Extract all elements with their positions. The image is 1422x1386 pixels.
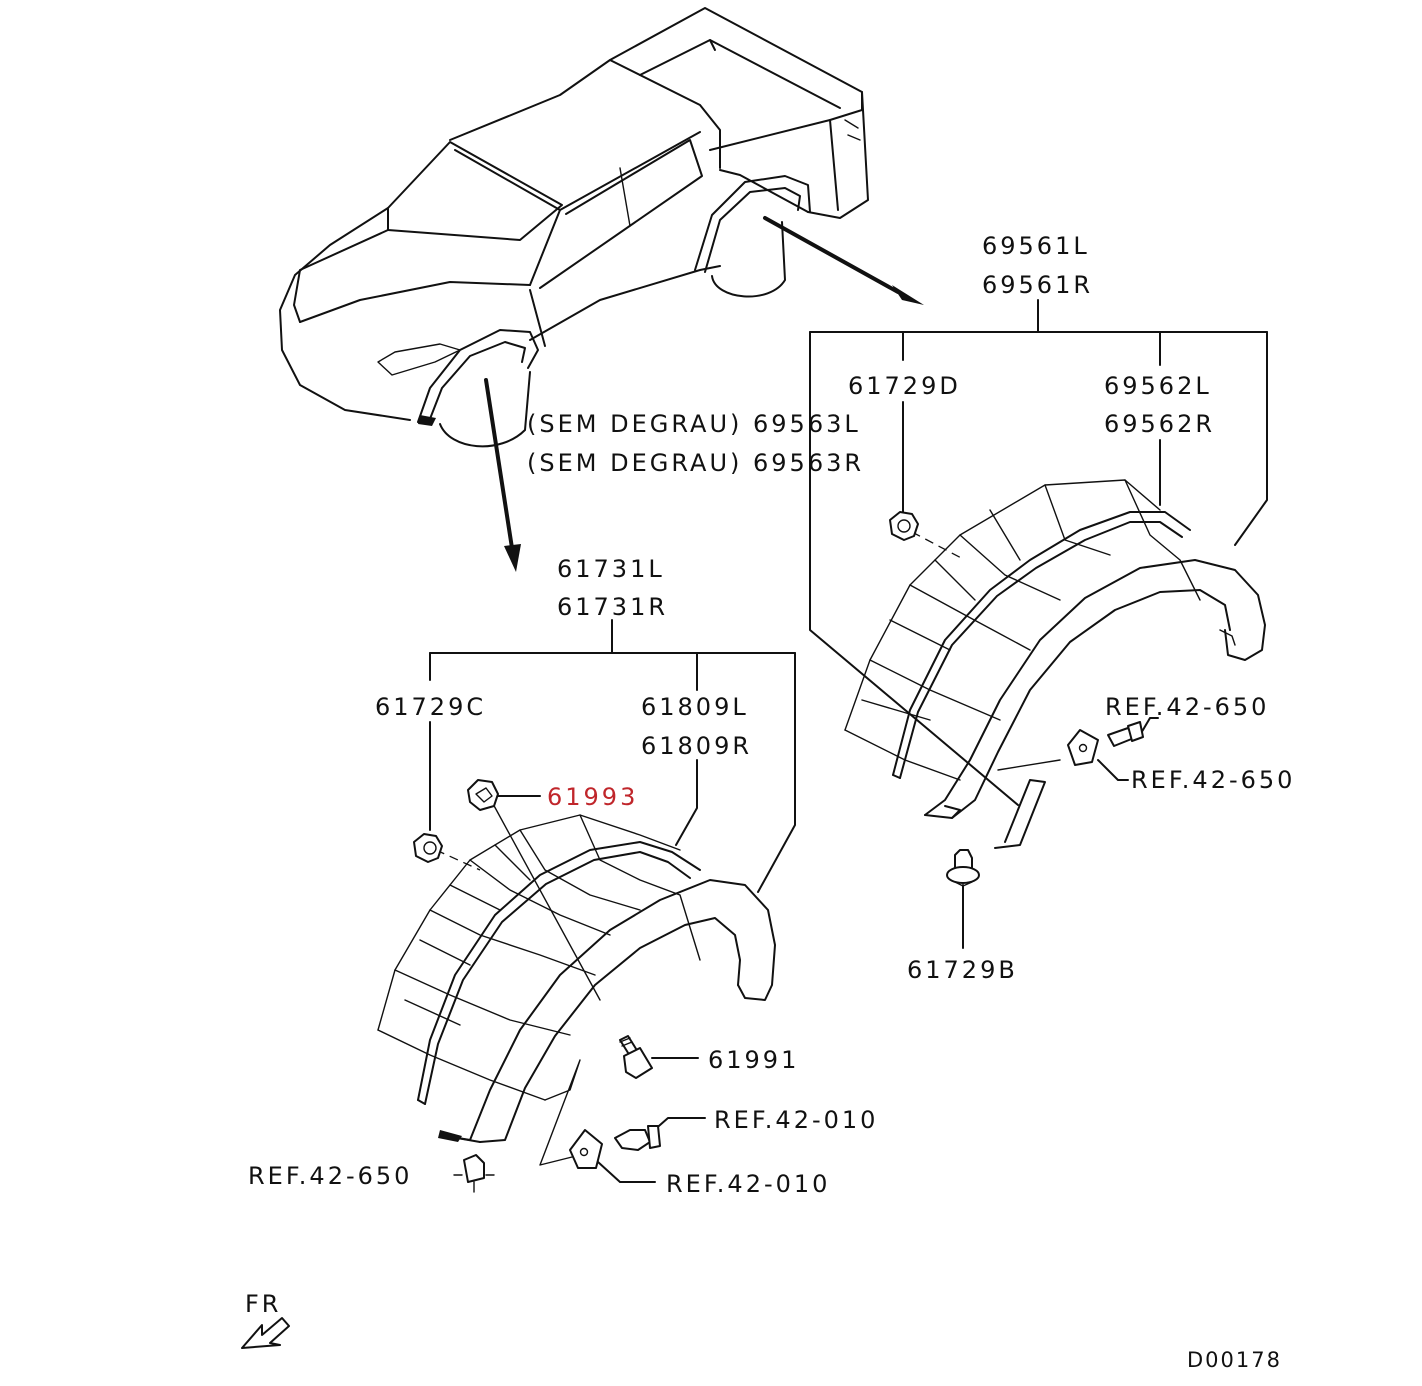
label-61729c: 61729C — [375, 693, 487, 721]
push-clip-icon — [453, 1154, 495, 1193]
front-wheel-liner — [377, 814, 701, 1166]
rear-fender-arch — [924, 559, 1266, 849]
label-69563l: (SEM DEGRAU) 69563L — [527, 410, 861, 438]
front-fender-arch — [438, 879, 776, 1143]
label-69563r: (SEM DEGRAU) 69563R — [527, 449, 865, 477]
rear-leader-lines — [809, 299, 1268, 949]
label-ref-42-650-a: REF.42-650 — [1105, 693, 1270, 721]
pickup-truck-outline — [279, 7, 869, 448]
label-61729d: 61729D — [848, 372, 961, 400]
label-ref-42-010-b: REF.42-010 — [666, 1170, 831, 1198]
label-61731l: 61731L — [557, 555, 665, 583]
bolt-icon — [619, 1035, 653, 1079]
label-61809l: 61809L — [641, 693, 749, 721]
label-61729b: 61729B — [907, 956, 1018, 984]
label-69562r: 69562R — [1104, 410, 1216, 438]
rear-small-parts — [889, 511, 1144, 887]
label-ref-42-010-a: REF.42-010 — [714, 1106, 879, 1134]
front-small-parts — [413, 779, 661, 1193]
push-clip-icon — [889, 511, 919, 541]
label-69562l: 69562L — [1104, 372, 1212, 400]
label-61809r: 61809R — [641, 732, 753, 760]
rear-fender-molding — [892, 511, 1191, 779]
push-clip-icon — [946, 849, 980, 887]
diagram-code: D00178 — [1187, 1348, 1282, 1372]
label-69561r: 69561R — [982, 271, 1094, 299]
label-69561l: 69561L — [982, 232, 1090, 260]
front-fender-molding — [417, 841, 701, 1105]
nut-icon — [467, 779, 499, 811]
front-arrow-icon — [241, 1317, 290, 1349]
front-leader-lines — [429, 619, 796, 1183]
callout-arrows — [484, 216, 924, 572]
label-ref-42-650-b: REF.42-650 — [1131, 766, 1296, 794]
label-fr: FR — [245, 1290, 282, 1318]
label-61993[interactable]: 61993 — [547, 783, 639, 811]
label-61731r: 61731R — [557, 593, 669, 621]
label-ref-42-650-c: REF.42-650 — [248, 1162, 413, 1190]
push-clip-icon — [413, 833, 443, 863]
label-61991: 61991 — [708, 1046, 800, 1074]
